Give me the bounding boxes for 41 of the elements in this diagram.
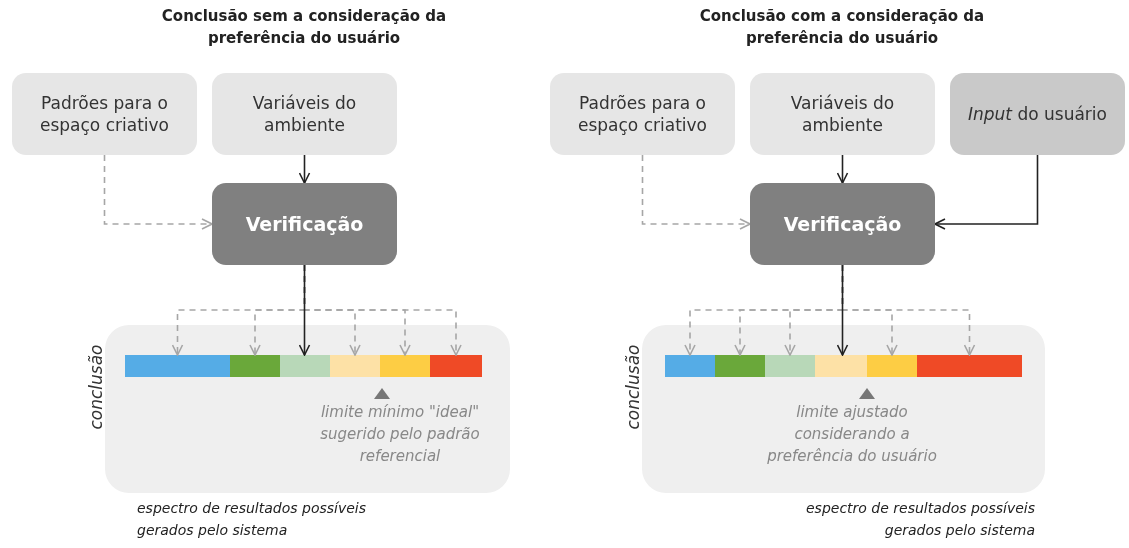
box-label: Variáveis do ambiente bbox=[789, 91, 896, 137]
spectrum-segment bbox=[125, 355, 230, 377]
spectrum-segment bbox=[665, 355, 715, 377]
arrow bbox=[934, 154, 1039, 230]
input-box bbox=[950, 73, 1125, 155]
panel-heading: Conclusão com a consideração da preferência do usuário bbox=[698, 6, 986, 49]
spectrum-segment bbox=[765, 355, 815, 377]
spectrum-segment bbox=[917, 355, 1022, 377]
input-box bbox=[212, 73, 397, 155]
arrow bbox=[298, 154, 311, 184]
arrow bbox=[836, 154, 849, 184]
vertical-heading: conclusão bbox=[86, 343, 106, 432]
arrow bbox=[298, 264, 311, 356]
spectrum-segment bbox=[867, 355, 917, 377]
limit-note: limite mínimo "ideal" sugerido pelo padrão referencial bbox=[319, 402, 481, 467]
spectrum-segment bbox=[330, 355, 380, 377]
vertical-heading: conclusão bbox=[623, 343, 643, 432]
spectrum-segment bbox=[280, 355, 330, 377]
arrow bbox=[103, 154, 213, 230]
box-label: Verificação bbox=[783, 213, 902, 235]
limit-note: limite ajustado considerando a preferência do usuário bbox=[766, 402, 938, 467]
box-label: Padrões para o espaço criativo bbox=[577, 91, 708, 137]
box-label: Verificação bbox=[245, 213, 364, 235]
spectrum-segment bbox=[715, 355, 765, 377]
arrow bbox=[641, 154, 751, 230]
caption-note: espectro de resultados possíveis gerados pelo sistema bbox=[804, 499, 1035, 541]
box-label: Input do usuário bbox=[968, 102, 1107, 126]
input-box bbox=[750, 73, 935, 155]
caption-note: espectro de resultados possíveis gerados pelo sistema bbox=[137, 499, 368, 541]
spectrum-segment bbox=[230, 355, 280, 377]
input-box bbox=[550, 73, 735, 155]
box-label: Padrões para o espaço criativo bbox=[39, 91, 170, 137]
process-box bbox=[750, 183, 935, 265]
panel-heading: Conclusão sem a consideração da preferência do usuário bbox=[160, 6, 448, 49]
process-box bbox=[212, 183, 397, 265]
box-label: Variáveis do ambiente bbox=[251, 91, 358, 137]
arrow bbox=[836, 264, 849, 356]
spectrum-segment bbox=[815, 355, 867, 377]
spectrum-segment bbox=[430, 355, 482, 377]
input-box bbox=[12, 73, 197, 155]
spectrum-segment bbox=[380, 355, 430, 377]
